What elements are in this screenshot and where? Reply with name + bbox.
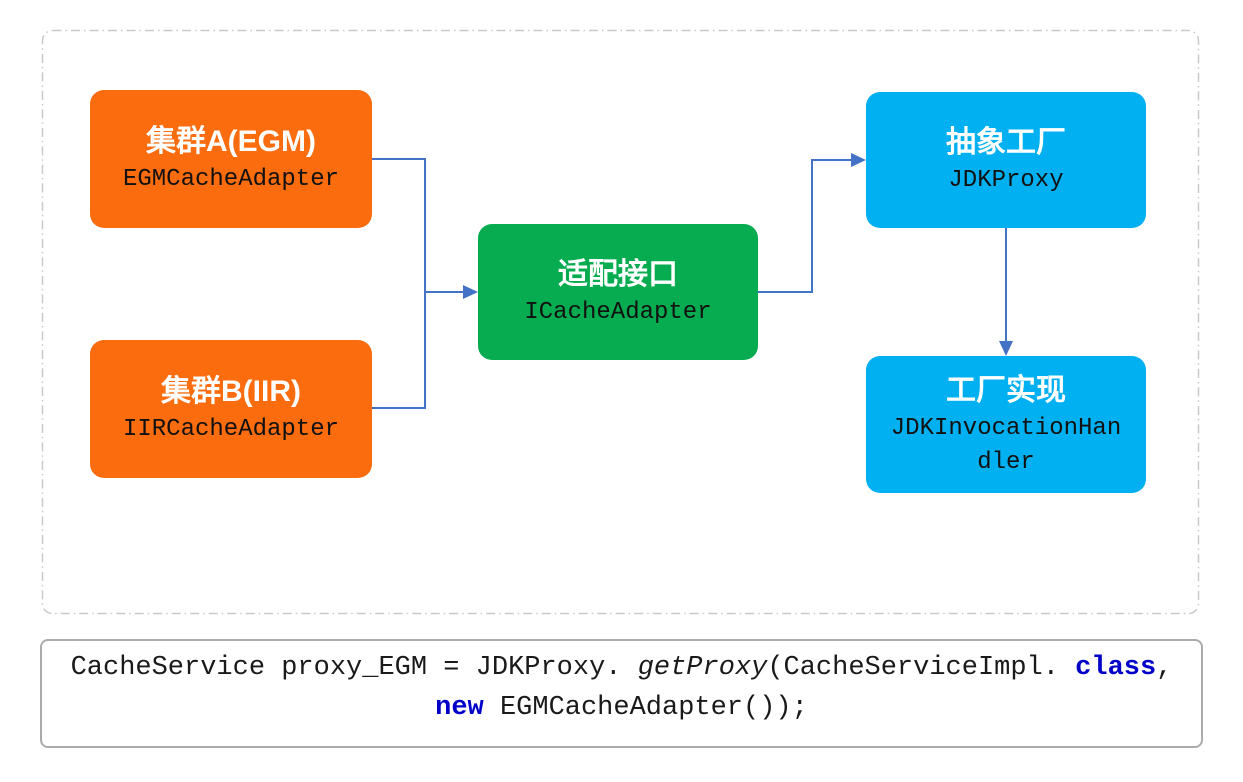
code-line-1: CacheService proxy_EGM = JDKProxy. getPr… bbox=[42, 648, 1201, 688]
node-title: 集群A(EGM) bbox=[146, 125, 316, 158]
code-text: EGMCacheAdapter()); bbox=[483, 693, 808, 723]
code-keyword-new: new bbox=[435, 693, 484, 723]
node-title: 适配接口 bbox=[558, 258, 678, 291]
code-text: (CacheServiceImpl. bbox=[767, 653, 1076, 683]
code-method-name: getProxy bbox=[637, 653, 768, 683]
node-subtitle: JDKInvocationHandler bbox=[890, 414, 1122, 476]
node-subtitle: JDKProxy bbox=[948, 167, 1064, 194]
arrowhead-into-impl bbox=[999, 341, 1013, 356]
connector-clusters-bus bbox=[372, 158, 426, 409]
node-abstract-factory: 抽象工厂 JDKProxy bbox=[866, 92, 1146, 228]
code-block: CacheService proxy_EGM = JDKProxy. getPr… bbox=[40, 639, 1203, 748]
node-title: 抽象工厂 bbox=[946, 126, 1066, 159]
node-factory-implementation: 工厂实现 JDKInvocationHandler bbox=[866, 356, 1146, 493]
node-adapter-interface: 适配接口 ICacheAdapter bbox=[478, 224, 758, 360]
node-title: 集群B(IIR) bbox=[161, 375, 301, 408]
node-title: 工厂实现 bbox=[946, 373, 1066, 407]
code-text: CacheService proxy_EGM = JDKProxy. bbox=[70, 653, 638, 683]
node-subtitle: EGMCacheAdapter bbox=[122, 166, 340, 193]
node-cluster-a-egm: 集群A(EGM) EGMCacheAdapter bbox=[90, 90, 372, 228]
node-subtitle: ICacheAdapter bbox=[524, 299, 712, 326]
arrowhead-into-adapter bbox=[463, 285, 478, 299]
connector-adapter-to-factory bbox=[758, 159, 851, 293]
code-line-2: new EGMCacheAdapter()); bbox=[42, 688, 1201, 728]
code-keyword-class: class bbox=[1075, 653, 1157, 683]
code-text: , bbox=[1156, 653, 1173, 683]
node-subtitle: IIRCacheAdapter bbox=[122, 416, 340, 443]
arrowhead-into-factory bbox=[851, 153, 866, 167]
node-cluster-b-iir: 集群B(IIR) IIRCacheAdapter bbox=[90, 340, 372, 478]
